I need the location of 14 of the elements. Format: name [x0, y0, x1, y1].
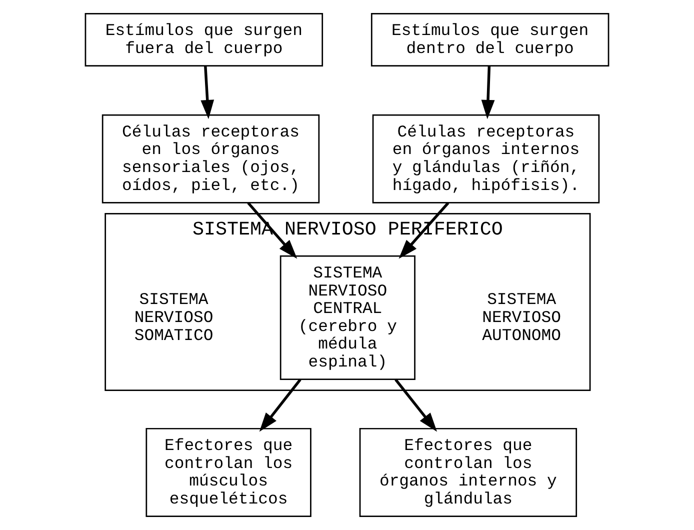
arrow: [481, 66, 495, 120]
node-box: Células receptoras en los órganos sensoriales (ojos, oídos, piel, etc.): [102, 114, 320, 204]
arrow: [394, 378, 438, 432]
node-box: Estímulos que surgen dentro del cuerpo: [370, 13, 610, 66]
node-box: SISTEMA NERVIOSO CENTRAL (cerebro y médula espinal): [280, 255, 416, 380]
node-text: SISTEMA NERVIOSO SOMATICO: [134, 290, 214, 345]
node-text: SISTEMA NERVIOSO AUTONOMO: [482, 290, 561, 345]
node-box: Efectores que controlan los músculos esqueléticos: [146, 428, 312, 517]
arrow: [247, 202, 298, 259]
arrow: [200, 66, 214, 120]
node-box: Efectores que controlan los órganos internos y glándulas: [359, 428, 578, 517]
arrow: [259, 378, 302, 432]
node-box: Estímulos que surgen fuera del cuerpo: [84, 13, 324, 66]
node-box: Células receptoras en órganos internos y glándulas (riñón, hígado, hipófisis).: [372, 114, 600, 204]
